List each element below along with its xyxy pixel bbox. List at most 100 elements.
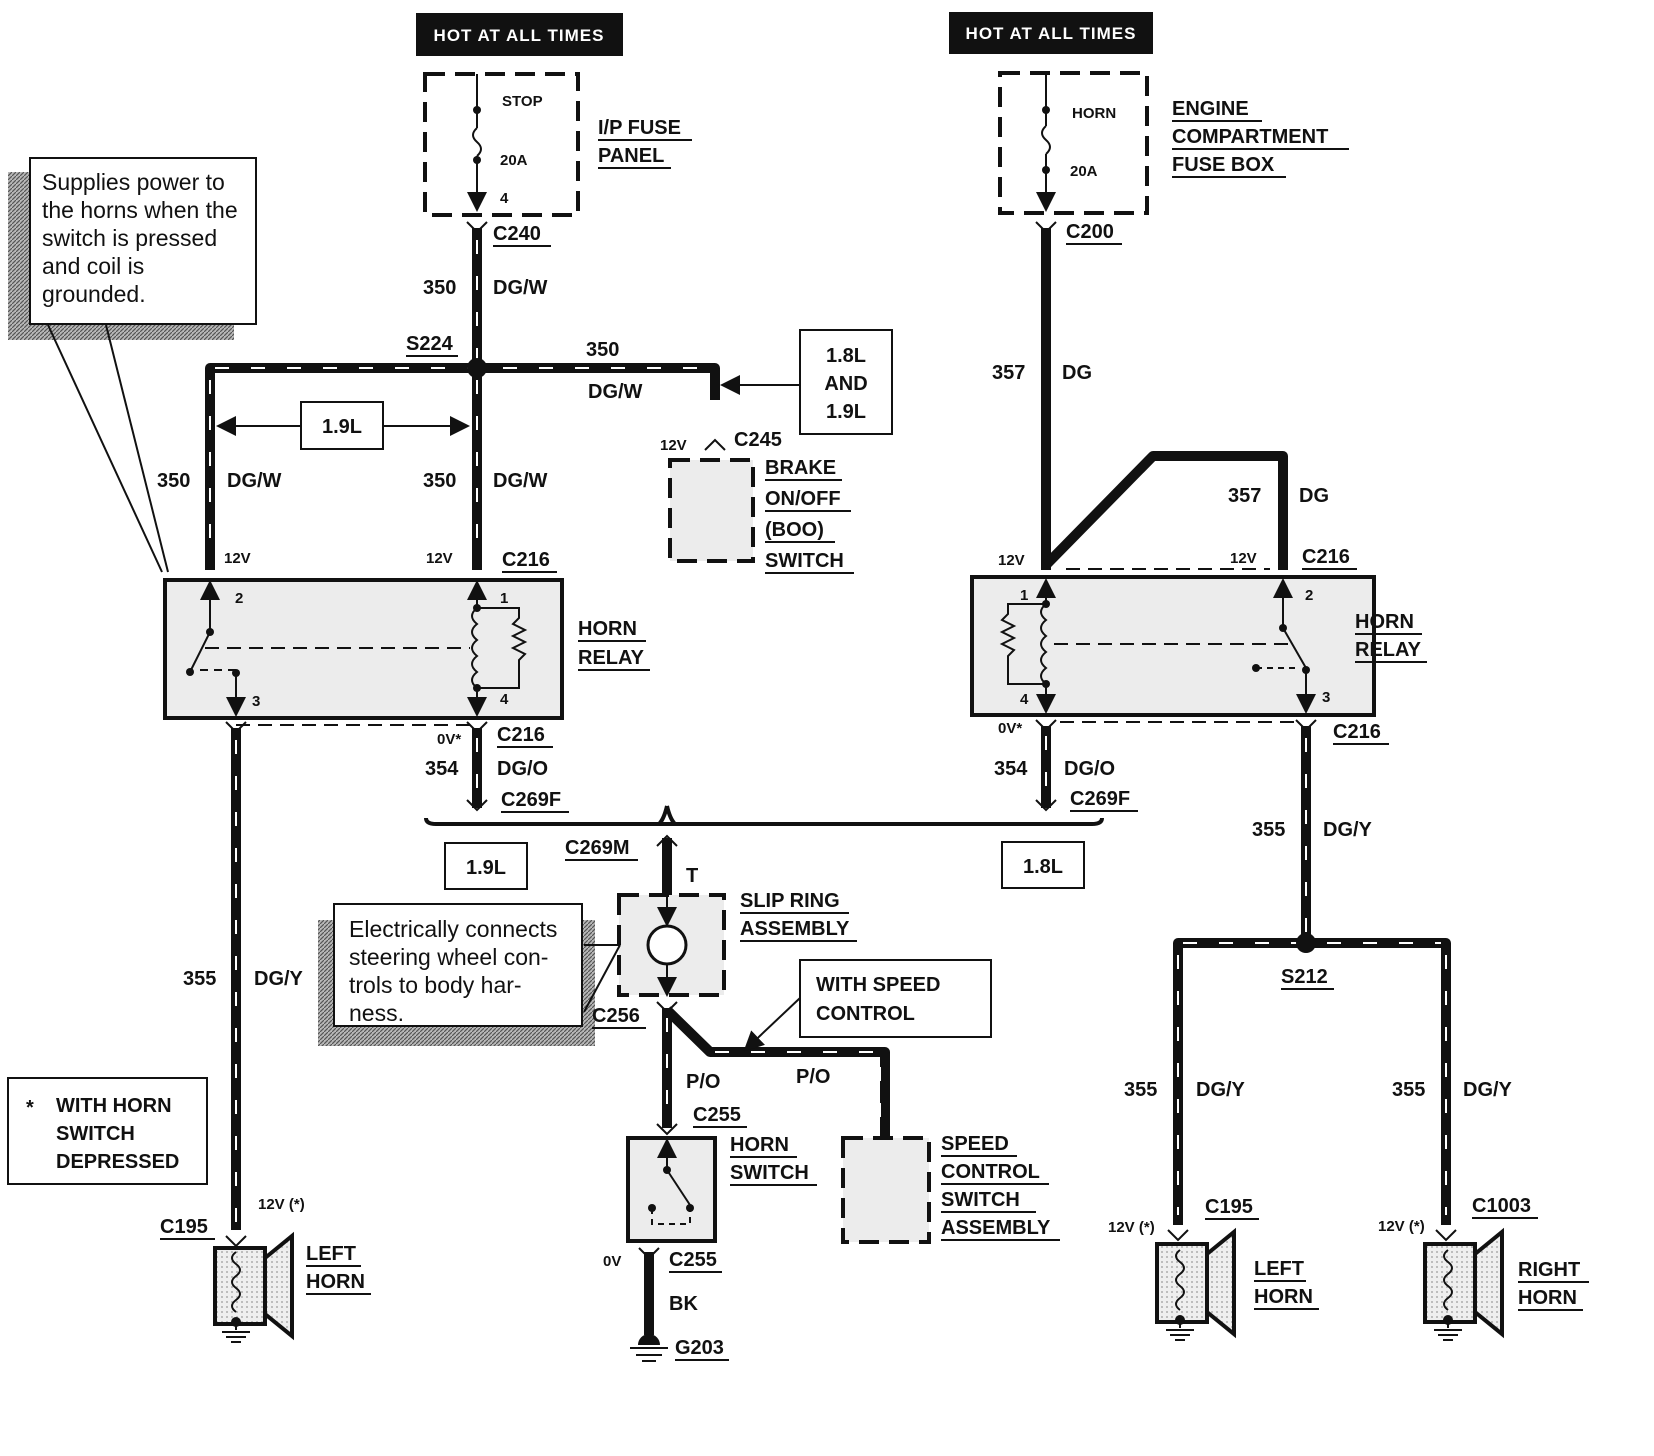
connector-c216-left-top: C216 xyxy=(502,549,550,571)
hot-label-right: HOT AT ALL TIMES xyxy=(949,12,1153,54)
svg-text:0V*: 0V* xyxy=(437,731,461,748)
svg-text:DG/Y: DG/Y xyxy=(1196,1079,1246,1101)
svg-text:DG/Y: DG/Y xyxy=(1323,819,1373,841)
slip-ring-label: SLIP RING xyxy=(740,890,840,912)
label-with-speed-control: WITH SPEED CONTROL xyxy=(799,959,992,1038)
svg-text:4: 4 xyxy=(500,691,509,708)
brake-switch-label: BRAKE xyxy=(765,457,836,479)
connector-c255-top: C255 xyxy=(693,1104,741,1126)
speed-control-switch-label: SPEED xyxy=(941,1133,1009,1155)
svg-text:ASSEMBLY: ASSEMBLY xyxy=(740,918,850,940)
svg-text:355: 355 xyxy=(1124,1079,1157,1101)
engine-fuse-box: HORN 20A xyxy=(998,71,1149,215)
svg-text:350: 350 xyxy=(586,339,619,361)
svg-text:DG/W: DG/W xyxy=(493,277,548,299)
svg-text:STOP: STOP xyxy=(502,93,543,110)
svg-text:RELAY: RELAY xyxy=(1355,639,1422,661)
splice-s224-label: S224 xyxy=(406,333,454,355)
svg-text:CONTROL: CONTROL xyxy=(816,1003,915,1025)
svg-text:HOT AT ALL TIMES: HOT AT ALL TIMES xyxy=(966,24,1137,43)
svg-text:grounded.: grounded. xyxy=(42,281,146,307)
label-1.9l-bottom: 1.9L xyxy=(444,842,528,890)
svg-text:WITH HORN: WITH HORN xyxy=(56,1095,172,1117)
svg-text:355: 355 xyxy=(1252,819,1285,841)
svg-text:12V: 12V xyxy=(426,550,453,567)
ip-fuse-panel-label-2: PANEL xyxy=(598,145,664,167)
hot-label-left: HOT AT ALL TIMES xyxy=(416,13,623,56)
brake-switch-box xyxy=(668,458,755,563)
svg-text:P/O: P/O xyxy=(796,1066,830,1088)
svg-text:*: * xyxy=(26,1097,34,1119)
svg-text:P/O: P/O xyxy=(686,1071,720,1093)
svg-text:HORN: HORN xyxy=(1254,1286,1313,1308)
splice-s212-label: S212 xyxy=(1281,966,1328,988)
ip-fuse-panel-label-1: I/P FUSE xyxy=(598,117,681,139)
svg-text:357: 357 xyxy=(1228,485,1261,507)
svg-text:DG/W: DG/W xyxy=(227,470,282,492)
svg-text:4: 4 xyxy=(500,190,509,207)
svg-text:12V (*): 12V (*) xyxy=(1108,1219,1155,1236)
svg-text:(BOO): (BOO) xyxy=(765,519,824,541)
connector-c269f-left: C269F xyxy=(501,789,561,811)
svg-text:SWITCH: SWITCH xyxy=(730,1162,809,1184)
svg-text:SWITCH: SWITCH xyxy=(56,1123,135,1145)
label-1.8l-and-1.9l: 1.8L AND 1.9L xyxy=(799,329,893,435)
svg-text:2: 2 xyxy=(1305,587,1313,604)
ip-fuse-box: STOP 20A 4 xyxy=(423,72,580,217)
svg-text:DG/O: DG/O xyxy=(497,758,548,780)
horn-relay-right-label: HORN xyxy=(1355,611,1414,633)
svg-text:1.9L: 1.9L xyxy=(826,401,866,423)
svg-text:1: 1 xyxy=(500,590,508,607)
connector-c256: C256 xyxy=(592,1005,640,1027)
engine-fuse-label-2: COMPARTMENT xyxy=(1172,126,1328,148)
svg-text:ON/OFF: ON/OFF xyxy=(765,488,841,510)
svg-text:ASSEMBLY: ASSEMBLY xyxy=(941,1217,1051,1239)
svg-text:DG: DG xyxy=(1299,485,1329,507)
connector-c195-left: C195 xyxy=(160,1216,208,1238)
note-horn-switch-depressed: * WITH HORN SWITCH DEPRESSED xyxy=(7,1077,208,1185)
svg-text:DG: DG xyxy=(1062,362,1092,384)
svg-text:WITH SPEED: WITH SPEED xyxy=(816,974,940,996)
ground-g203 xyxy=(630,1334,668,1362)
connector-c255-bottom: C255 xyxy=(669,1249,717,1271)
svg-text:354: 354 xyxy=(425,758,459,780)
c269-bus xyxy=(424,817,1104,826)
svg-text:ness.: ness. xyxy=(349,1000,404,1026)
connector-c216-left-bottom: C216 xyxy=(497,724,545,746)
svg-text:SWITCH: SWITCH xyxy=(941,1189,1020,1211)
svg-text:12V (*): 12V (*) xyxy=(1378,1218,1425,1235)
svg-text:12V: 12V xyxy=(998,552,1025,569)
svg-text:357: 357 xyxy=(992,362,1025,384)
svg-text:AND: AND xyxy=(824,373,867,395)
svg-text:355: 355 xyxy=(183,968,216,990)
connector-c195-right: C195 xyxy=(1205,1196,1253,1218)
speed-control-switch xyxy=(841,1136,931,1244)
svg-text:3: 3 xyxy=(1322,689,1330,706)
svg-text:1.9L: 1.9L xyxy=(466,857,506,879)
connector-c1003: C1003 xyxy=(1472,1195,1531,1217)
svg-text:12V: 12V xyxy=(224,550,251,567)
svg-text:SWITCH: SWITCH xyxy=(765,550,844,572)
svg-text:switch is pressed: switch is pressed xyxy=(42,225,217,251)
connector-c240: C240 xyxy=(493,223,541,245)
svg-text:RELAY: RELAY xyxy=(578,647,645,669)
wire-350-bus xyxy=(205,363,720,570)
connector-c216-right-top: C216 xyxy=(1302,546,1350,568)
svg-text:and coil is: and coil is xyxy=(42,253,144,279)
svg-text:Electrically connects: Electrically connects xyxy=(349,916,557,942)
svg-text:DEPRESSED: DEPRESSED xyxy=(56,1151,179,1173)
svg-text:355: 355 xyxy=(1392,1079,1425,1101)
svg-text:HOT AT ALL TIMES: HOT AT ALL TIMES xyxy=(434,26,605,45)
svg-text:12V (*): 12V (*) xyxy=(258,1196,305,1213)
svg-text:DG/W: DG/W xyxy=(493,470,548,492)
left-horn-2 xyxy=(1155,1227,1236,1341)
svg-text:12V: 12V xyxy=(1230,550,1257,567)
svg-text:1.8L: 1.8L xyxy=(826,345,866,367)
horn-relay-left: 2 3 1 4 xyxy=(163,578,564,720)
svg-text:BK: BK xyxy=(669,1293,698,1315)
label-1.8l-bottom: 1.8L xyxy=(1001,841,1085,889)
engine-fuse-label-1: ENGINE xyxy=(1172,98,1249,120)
svg-text:20A: 20A xyxy=(1070,163,1098,180)
svg-text:2: 2 xyxy=(235,590,243,607)
